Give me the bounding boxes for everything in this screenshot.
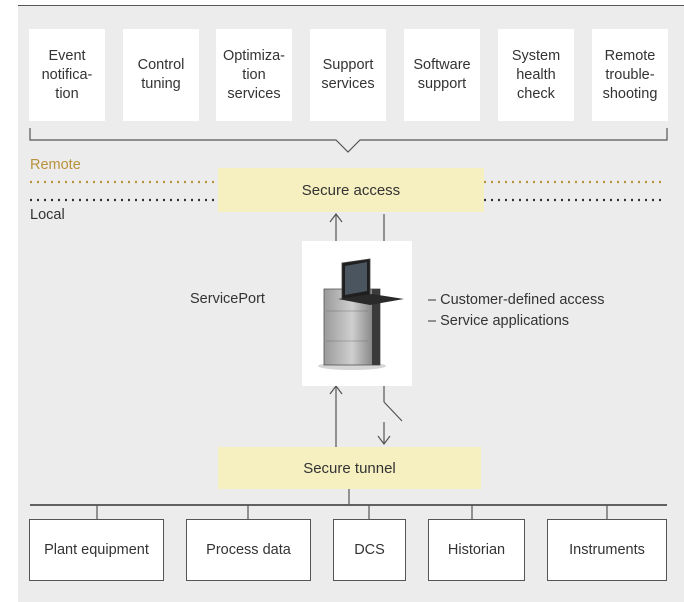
serviceport-notes: – Customer-defined access – Service appl… — [428, 290, 605, 332]
historian-box: Historian — [428, 519, 525, 581]
remote-zone-label: Remote — [30, 157, 81, 173]
service-control-tuning: Control tuning — [123, 29, 199, 121]
service-optimization: Optimiza- tion services — [216, 29, 292, 121]
note-service-apps: – Service applications — [428, 313, 570, 329]
secure-tunnel-box: Secure tunnel — [218, 447, 481, 489]
local-zone-label: Local — [30, 207, 65, 223]
service-system-health-check: System health check — [498, 29, 574, 121]
serviceport-device — [302, 241, 412, 386]
switch-open-contact — [383, 401, 403, 422]
arrowhead-down-tunnel — [377, 435, 391, 445]
server-workstation-icon — [318, 258, 404, 370]
note-customer-access: – Customer-defined access — [428, 292, 605, 308]
service-event-notification: Event notifica- tion — [29, 29, 105, 121]
instruments-box: Instruments — [547, 519, 667, 581]
secure-access-box: Secure access — [218, 168, 484, 212]
service-support-services: Support services — [310, 29, 386, 121]
service-remote-troubleshooting: Remote trouble- shooting — [592, 29, 668, 121]
arrowhead-up-device — [329, 385, 343, 395]
service-software-support: Software support — [404, 29, 480, 121]
dcs-box: DCS — [333, 519, 406, 581]
process-data-box: Process data — [186, 519, 311, 581]
services-bracket — [29, 128, 668, 153]
serviceport-label: ServicePort — [190, 291, 265, 307]
plant-equipment-box: Plant equipment — [29, 519, 164, 581]
arrowhead-up-access — [329, 213, 343, 223]
top-rule — [18, 5, 684, 6]
